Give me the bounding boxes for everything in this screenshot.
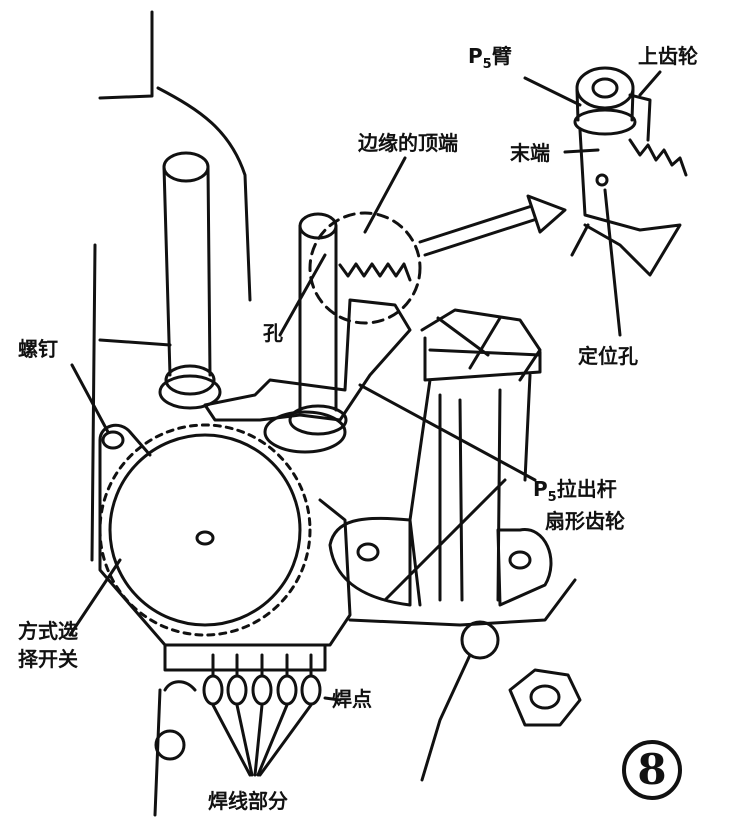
label-hole: 孔 (263, 321, 283, 345)
leader-mode-switch (68, 558, 122, 637)
hex-nut-hole (529, 684, 561, 710)
leader-positioning-hole (603, 188, 622, 337)
leader-solder-point (323, 696, 342, 702)
label-edge-top: 边缘的顶端 (358, 131, 458, 155)
chassis-top-edge (156, 86, 252, 302)
callout-arrow (418, 203, 542, 257)
label-solder-point: 焊点 (332, 687, 372, 711)
label-screw: 螺钉 (18, 337, 58, 361)
leader-screw (70, 363, 110, 434)
leader-hole (278, 253, 327, 337)
leader-end (563, 148, 600, 154)
detail-circle (308, 211, 422, 325)
round-stud (460, 620, 500, 660)
label-end: 末端 (510, 141, 550, 165)
chassis-top-bracket (98, 10, 154, 100)
chassis-left-edge-inner (98, 338, 172, 347)
leader-solder-wire-5 (258, 703, 313, 777)
stud-wire (420, 653, 472, 782)
leader-p5-arm (523, 76, 582, 107)
screw-head (101, 430, 125, 450)
leader-solder-wire-3 (253, 703, 264, 777)
label-solder-wire-part: 焊线部分 (208, 789, 288, 813)
mode-selector-gear (98, 423, 312, 637)
leader-solder-wire-1 (211, 703, 252, 777)
leader-solder-wire-2 (235, 703, 254, 777)
label-upper-gear: 上齿轮 (638, 44, 698, 68)
label-sector-gear: 扇形齿轮 (545, 509, 625, 533)
label-p5-lever: P5拉出杆 (533, 477, 617, 505)
leader-p5-lever (358, 383, 537, 482)
p5-lever-column (328, 308, 553, 607)
leader-upper-gear (638, 70, 662, 97)
label-mode-switch-line2: 择开关 (18, 647, 78, 671)
callout-arrow-head (526, 194, 567, 234)
hex-nut (508, 668, 582, 727)
lower-bracket (153, 680, 197, 817)
leader-sector-gear (383, 478, 507, 602)
leader-edge-top (363, 156, 407, 234)
sector-gear-plate (203, 298, 412, 422)
lower-screw (154, 729, 186, 761)
sector-gear-teeth (338, 262, 412, 282)
label-positioning-hole: 定位孔 (578, 344, 638, 368)
solder-terminals (163, 643, 327, 706)
tall-post (158, 151, 222, 410)
label-mode-switch-line1: 方式选 (18, 619, 78, 643)
enlarged-detail (570, 66, 688, 277)
figure-number-badge: 8 (622, 740, 682, 800)
base-plate-right (348, 578, 577, 627)
leader-solder-wire-4 (256, 703, 289, 777)
label-p5-arm: P5臂 (468, 44, 512, 72)
base-plate (98, 423, 352, 647)
